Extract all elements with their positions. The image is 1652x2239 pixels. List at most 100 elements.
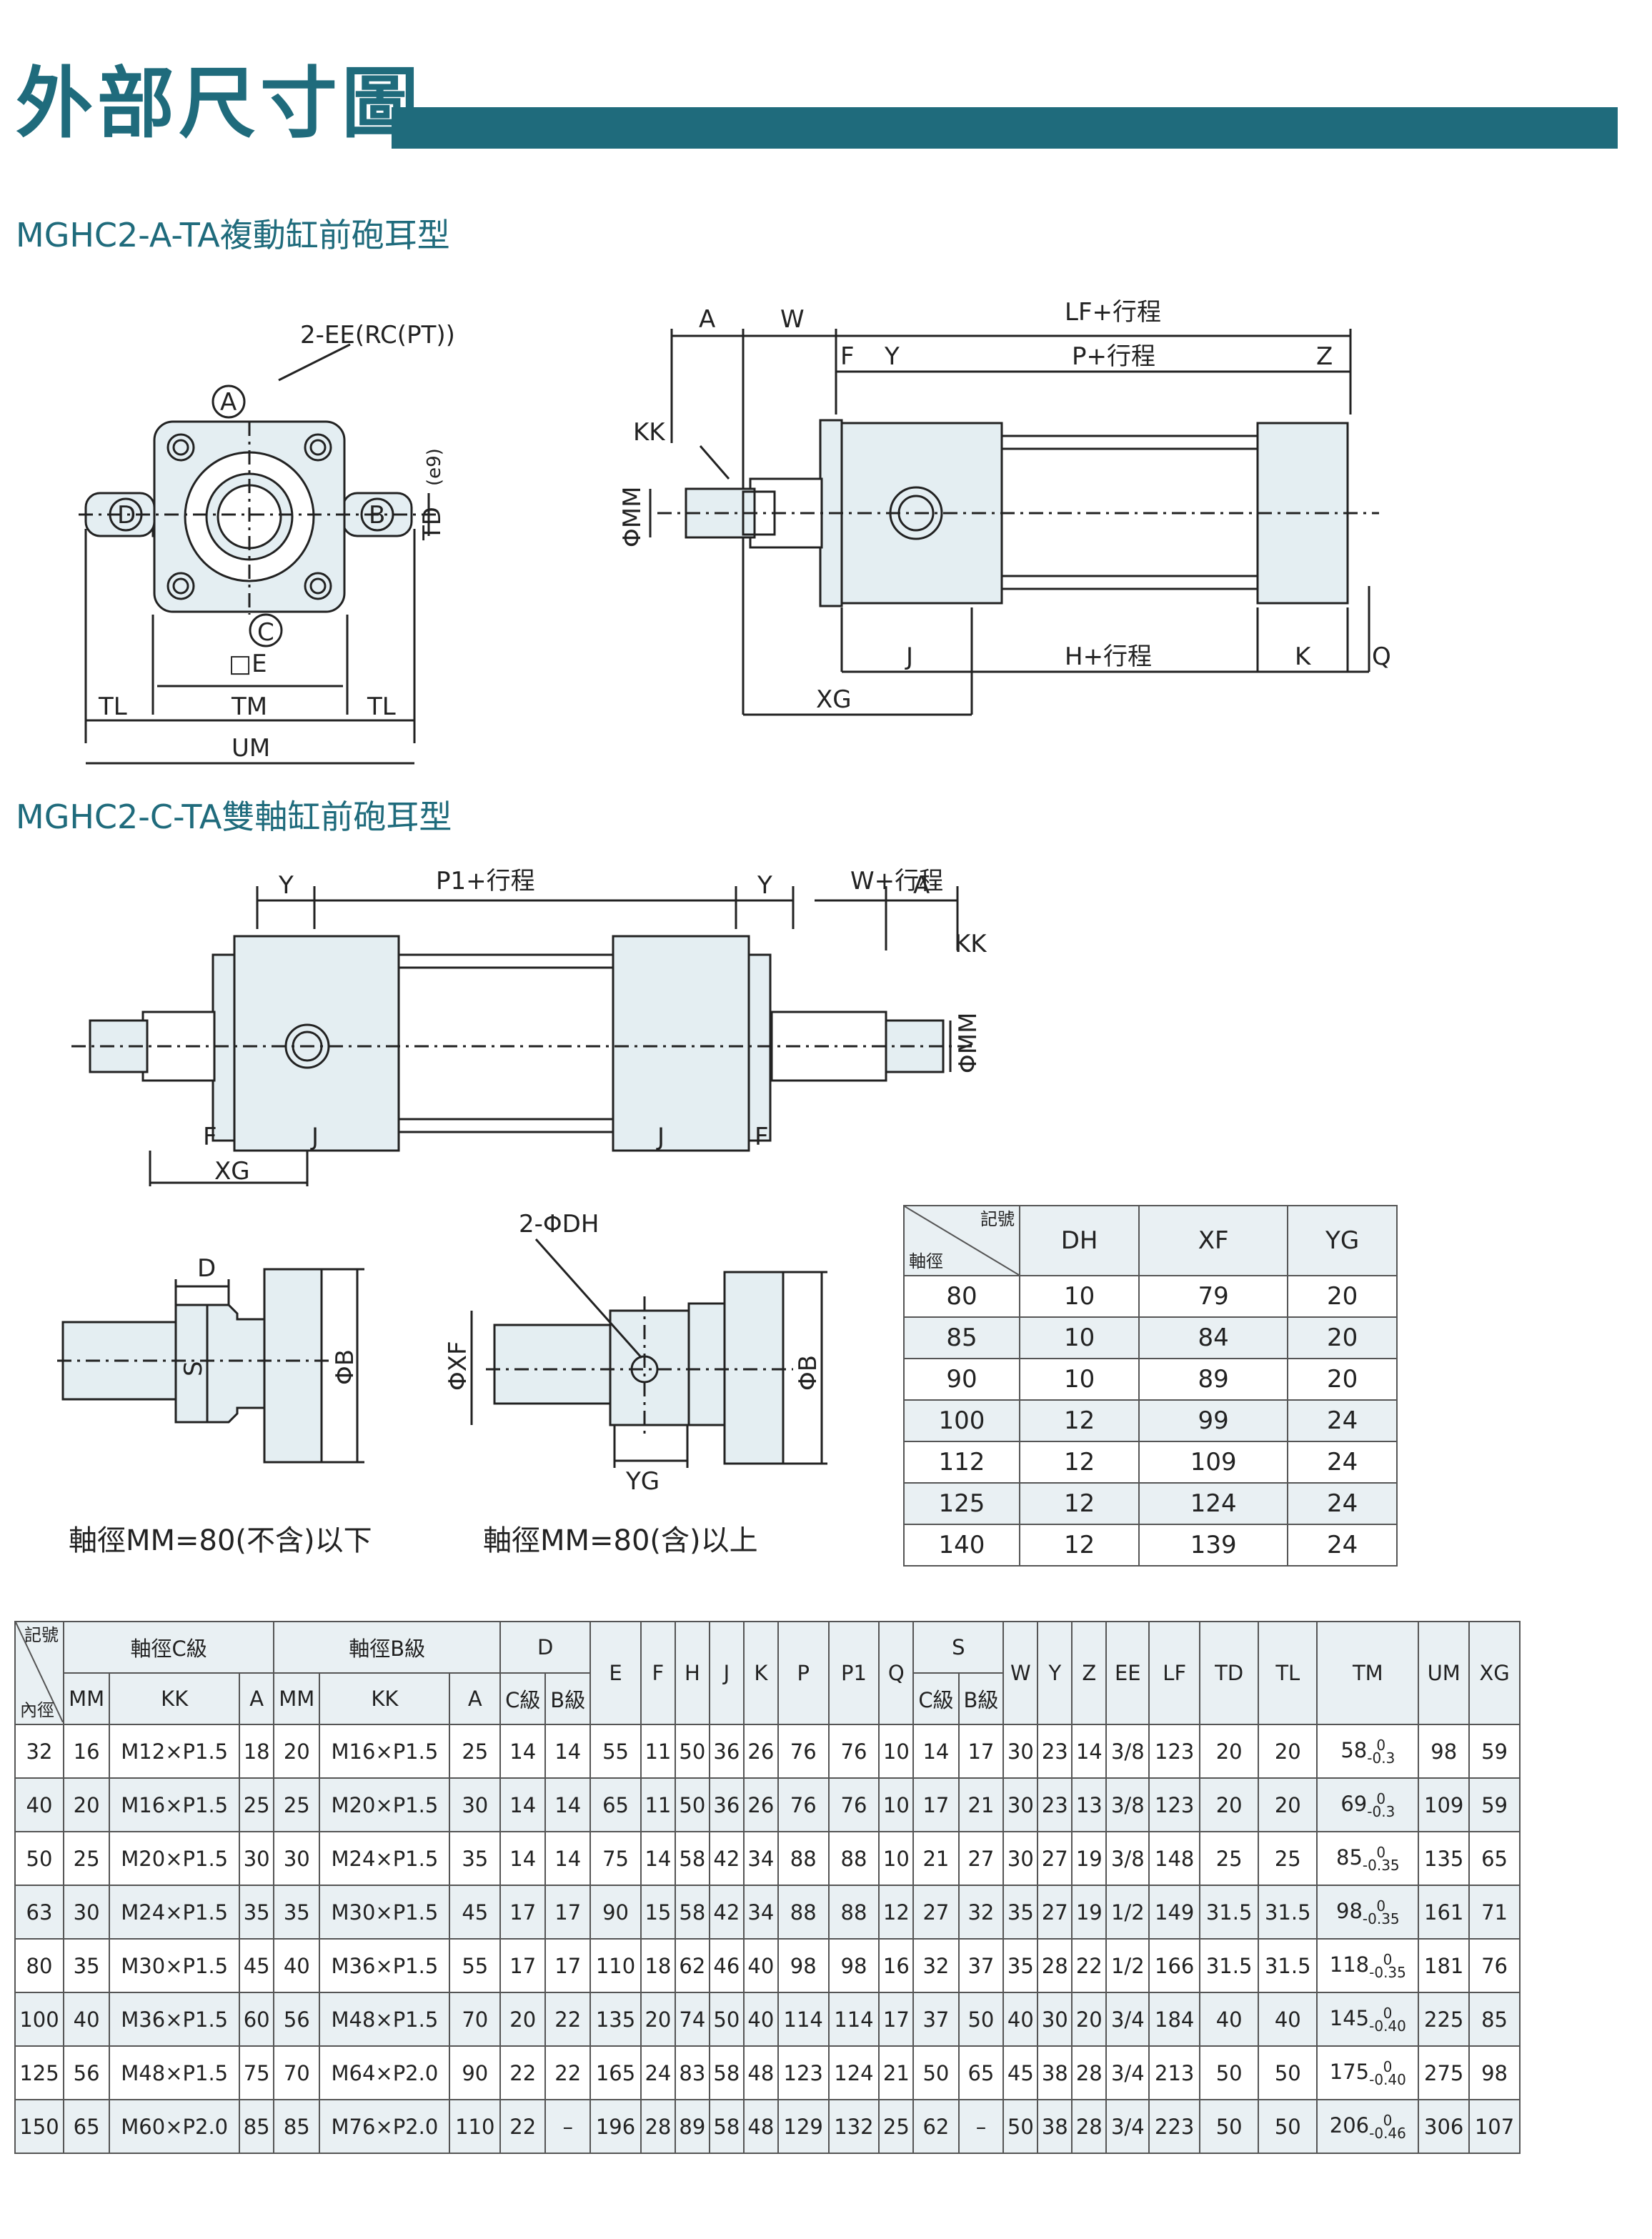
fig2-lf-label: LF+行程 [1065, 298, 1161, 327]
fig5-yg-label: YG [625, 1467, 660, 1496]
table-cell: 10 [878, 1831, 915, 1886]
table-cell: 20 [1287, 1358, 1398, 1401]
table-cell: 135 [589, 1992, 642, 2047]
table-cell: 166 [1148, 1938, 1201, 1993]
table-cell: 42 [708, 1885, 745, 1940]
fig1-e-label: □E [229, 650, 267, 678]
table-cell: 213 [1148, 2045, 1201, 2100]
table-cell: 75 [589, 1831, 642, 1886]
table-cell: 28 [640, 2099, 676, 2154]
table-cell: 40 [14, 1777, 64, 1832]
table-cell: 132 [827, 2099, 880, 2154]
table-cell: 17 [499, 1938, 547, 1993]
fig3-mm-label: ΦMM [954, 1013, 982, 1073]
table-cell: 50 [1002, 2099, 1039, 2154]
table-cell: 85 [1468, 1992, 1521, 2047]
table-cell: 12 [878, 1885, 915, 1940]
sub-header: MM [273, 1672, 321, 1725]
group-header-d: D [499, 1621, 592, 1674]
table-cell: 3/4 [1105, 1992, 1150, 2047]
table-cell: 83 [674, 2045, 710, 2100]
table-cell: 76 [1468, 1938, 1521, 1993]
table-cell: 14 [640, 1831, 676, 1886]
table-cell: 31.5 [1258, 1885, 1318, 1940]
table-cell: 20 [62, 1777, 111, 1832]
sub-header: C級 [499, 1672, 547, 1725]
table-cell: 32 [957, 1885, 1005, 1940]
table-cell: 59 [1468, 1777, 1521, 1832]
table-cell: 109 [1418, 1777, 1471, 1832]
table-cell: 19 [1071, 1831, 1108, 1886]
table-cell: 25 [1258, 1831, 1318, 1886]
table-cell: 35 [239, 1885, 275, 1940]
table-cell: 88 [827, 1885, 880, 1940]
section-title-c: MGHC2-C-TA雙軸缸前砲耳型 [16, 798, 452, 836]
table-cell: 12 [1018, 1524, 1140, 1567]
table-cell: 85 [273, 2099, 321, 2154]
page-title: 外部尺寸圖 [16, 59, 424, 149]
col-header: Y [1037, 1621, 1073, 1725]
table-cell: 3/8 [1105, 1724, 1150, 1779]
table-cell: 21 [912, 1831, 960, 1886]
table-cell: M76×P2.0 [319, 2099, 451, 2154]
table-cell: 124 [827, 2045, 880, 2100]
table-cell: 124 [1138, 1482, 1289, 1525]
fig4-d-label: D [197, 1254, 216, 1283]
table-cell: 25 [62, 1831, 111, 1886]
col-header: P1 [827, 1621, 880, 1725]
table-cell: 90 [449, 2045, 502, 2100]
table-cell: 40 [1002, 1992, 1039, 2047]
table-cell: M48×P1.5 [109, 2045, 241, 2100]
table-cell: 36 [708, 1724, 745, 1779]
table-cell: 55 [589, 1724, 642, 1779]
fig1-d-label: D [117, 501, 136, 530]
table-cell: 24 [640, 2045, 676, 2100]
table-cell: 40 [742, 1938, 779, 1993]
table-cell: 20 [1199, 1777, 1260, 1832]
table-cell: 25 [449, 1724, 502, 1779]
table-cell: 50 [957, 1992, 1005, 2047]
table-cell: 35 [273, 1885, 321, 1940]
small-table-header: YG [1287, 1205, 1398, 1276]
fig3-xg-label: XG [214, 1157, 250, 1186]
table-cell: 27 [957, 1831, 1005, 1886]
table-cell: 35 [449, 1831, 502, 1886]
table-cell: 139 [1138, 1524, 1289, 1567]
fig3-f-left-label: F [203, 1123, 217, 1151]
fig2-a-label: A [699, 305, 715, 334]
fig3-p1-label: P1+行程 [436, 867, 535, 895]
col-header: P [777, 1621, 830, 1725]
tolerance: 0-0.46 [1369, 2112, 1406, 2142]
table-cell: M16×P1.5 [319, 1724, 451, 1779]
table-cell: 165 [589, 2045, 642, 2100]
sub-header: KK [319, 1672, 451, 1725]
table-cell: 25 [1199, 1831, 1260, 1886]
table-cell: 10 [1018, 1275, 1140, 1318]
table-cell: 48 [742, 2099, 779, 2154]
table-cell: 13 [1071, 1777, 1108, 1832]
fig1-tm-label: TM [231, 692, 267, 721]
fig2-w-label: W [780, 305, 805, 334]
small-table-header: XF [1138, 1205, 1289, 1276]
table-cell: 89 [674, 2099, 710, 2154]
table-cell: 88 [827, 1831, 880, 1886]
fig1-c-label: C [257, 618, 274, 647]
table-cell: 125 [14, 2045, 64, 2100]
fig4-b-label: ΦB [331, 1349, 359, 1385]
table-cell: 20 [499, 1992, 547, 2047]
table-cell: 90 [589, 1885, 642, 1940]
table-cell: 31.5 [1199, 1938, 1260, 1993]
table-cell: 22 [499, 2045, 547, 2100]
table-cell: 22 [544, 2045, 592, 2100]
table-cell: 32 [912, 1938, 960, 1993]
table-cell: 90 [903, 1358, 1020, 1401]
table-cell: 10 [1018, 1358, 1140, 1401]
table-cell: M12×P1.5 [109, 1724, 241, 1779]
table-cell: 20 [1071, 1992, 1108, 2047]
group-header-rod-c: 軸徑C級 [62, 1621, 275, 1674]
tolerance: 0-0.35 [1362, 1844, 1400, 1874]
table-cell: – [544, 2099, 592, 2154]
